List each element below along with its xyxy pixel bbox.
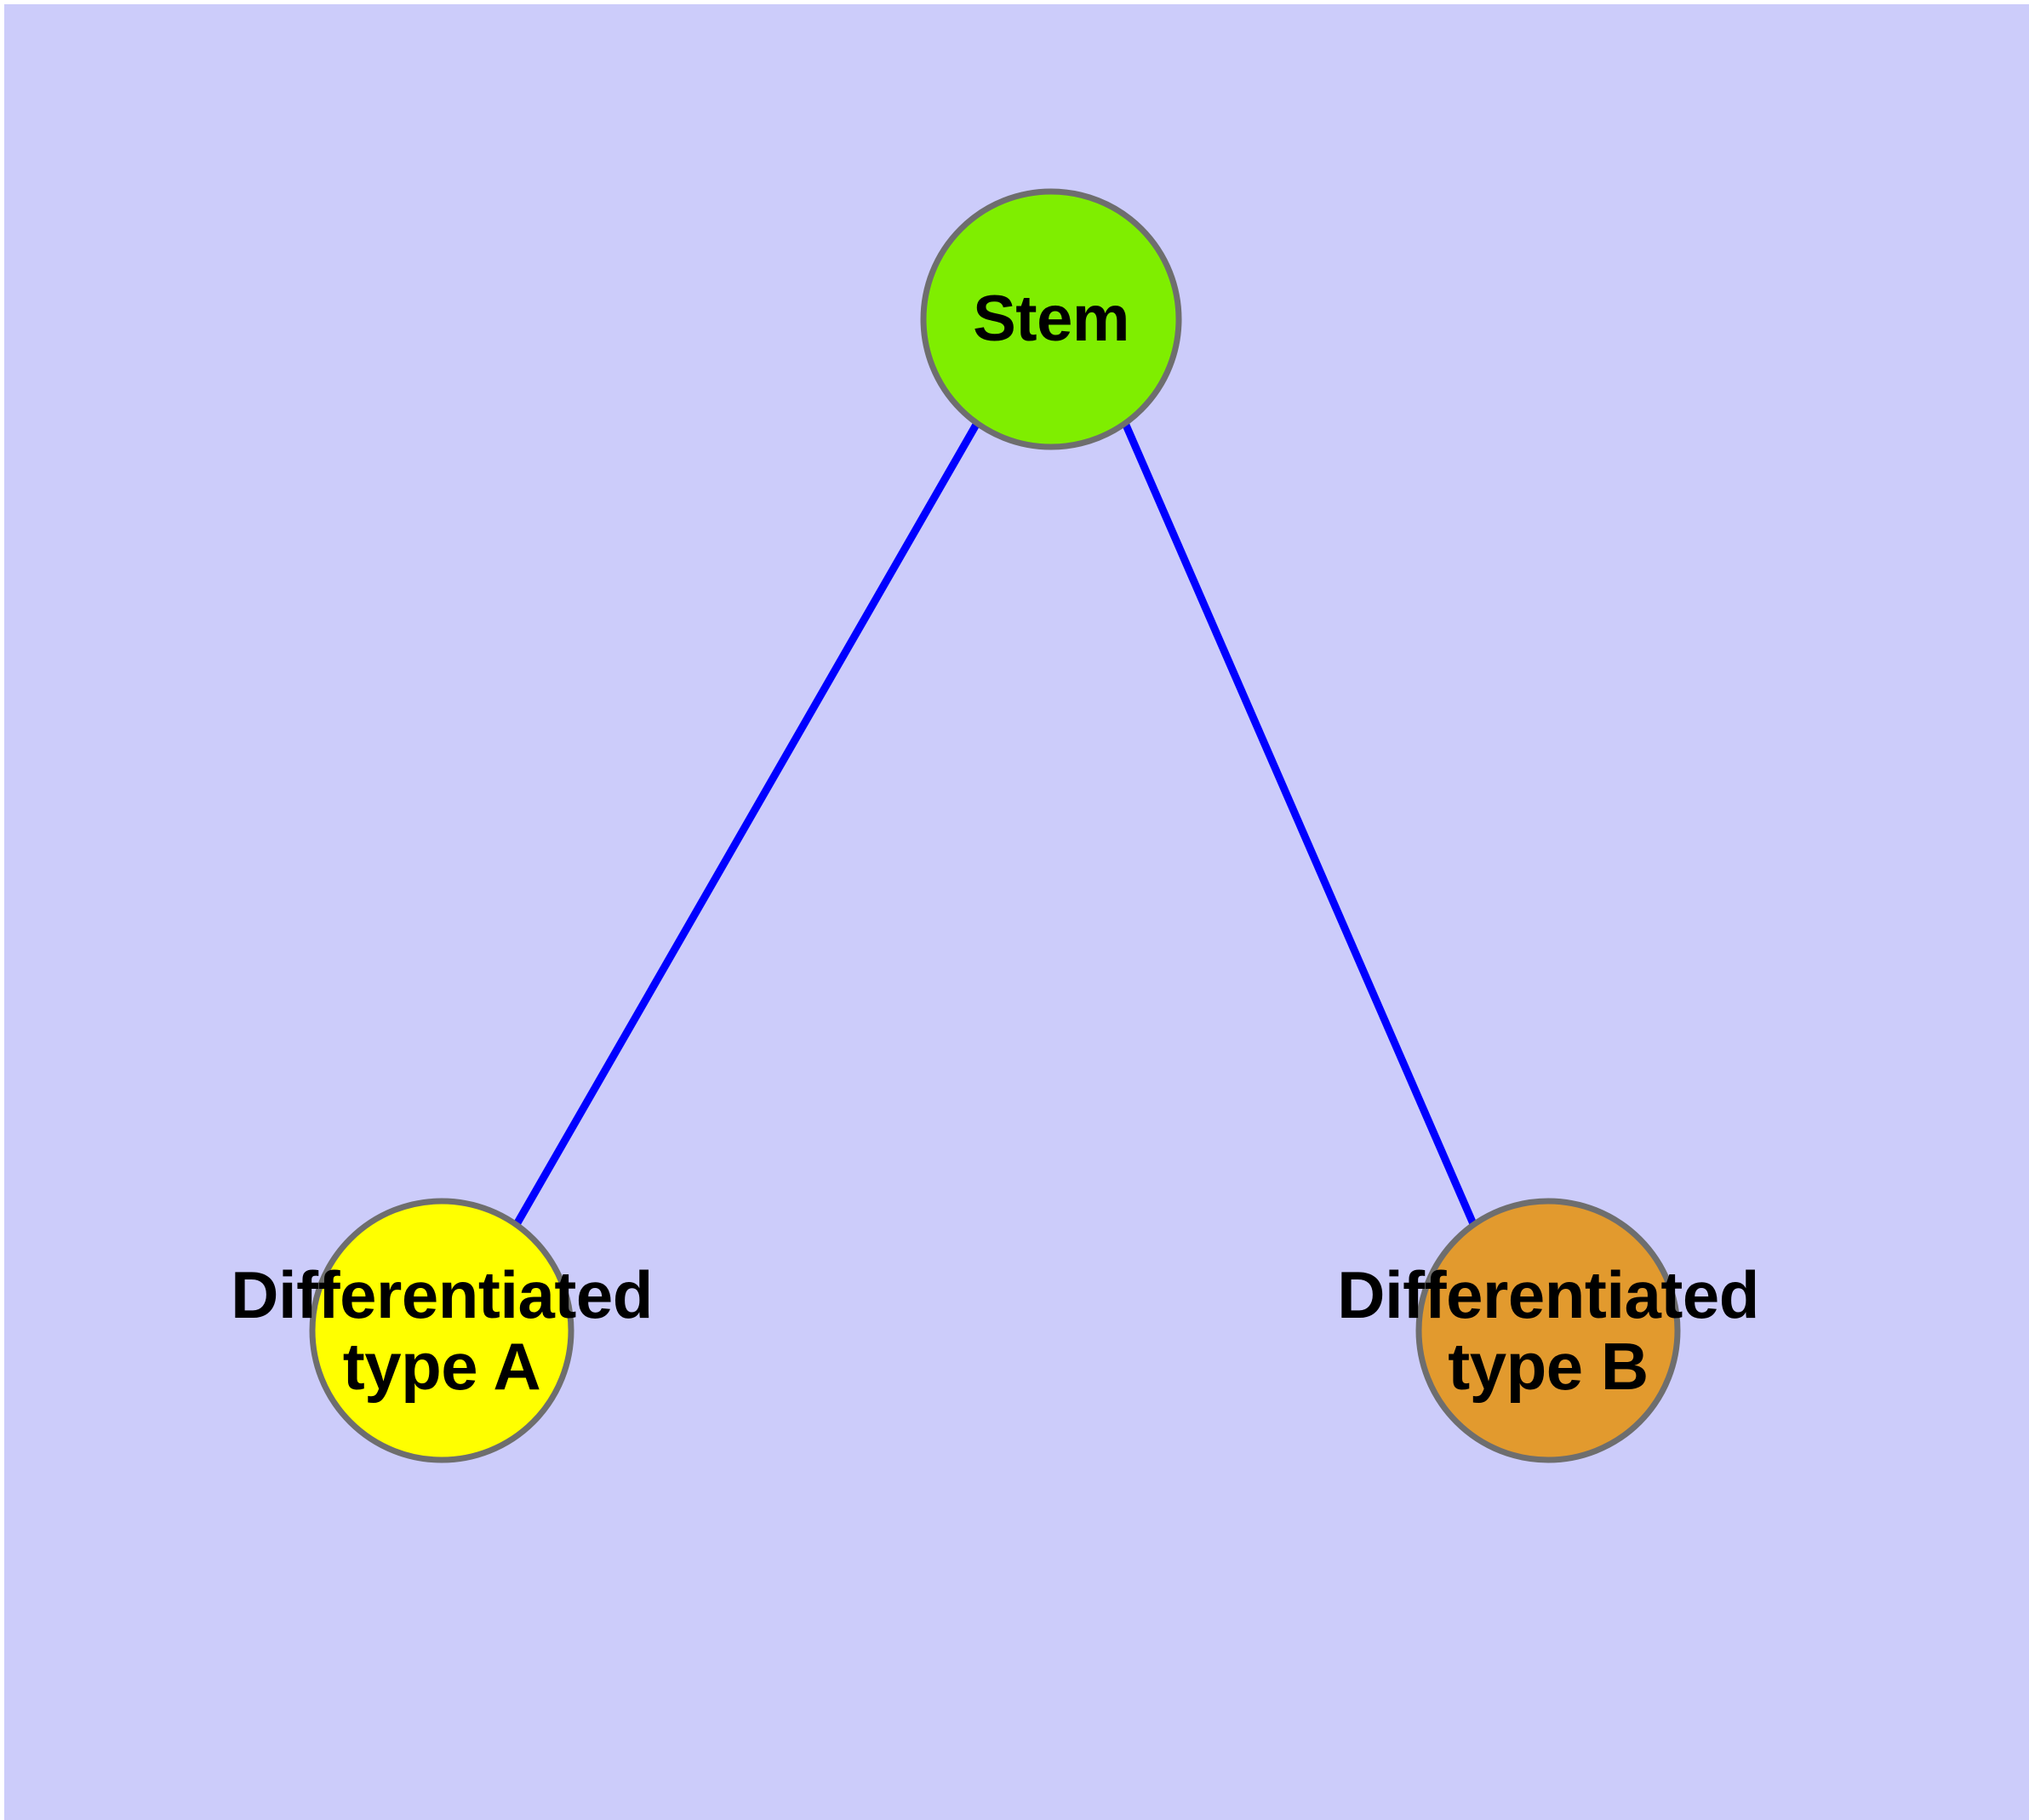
- edge-stem-to-differentiated-type-a: [512, 421, 980, 1228]
- node-layer: [309, 188, 1681, 1463]
- edge-stem-to-differentiated-type-b: [1121, 421, 1478, 1228]
- node-differentiated-type-b[interactable]: [1415, 1198, 1681, 1463]
- node-stem[interactable]: [920, 188, 1182, 450]
- node-differentiated-type-a[interactable]: [309, 1198, 574, 1463]
- edge-layer: [512, 421, 1478, 1228]
